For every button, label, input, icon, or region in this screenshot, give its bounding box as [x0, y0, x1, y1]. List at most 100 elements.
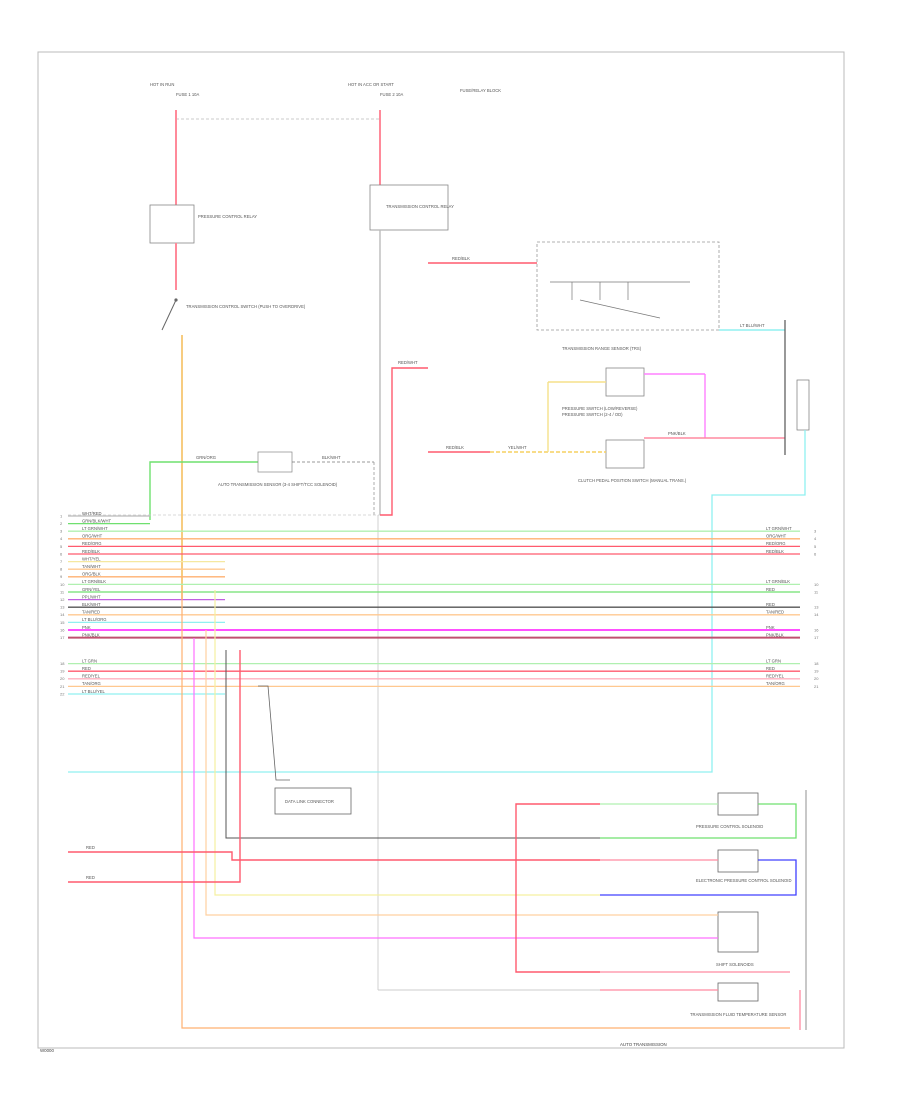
harness-pin-21: 21: [60, 684, 65, 689]
relay-right-box: [369, 184, 449, 231]
wire-violet-left: [193, 638, 600, 939]
pressure-switch-1: [605, 367, 645, 397]
harness-pin-19: 19: [60, 669, 65, 674]
harness-label-left-7: WHT/YEL: [82, 556, 101, 561]
wire-label-pnk-blk: PNK/BLK: [668, 431, 686, 436]
harness-pin-right-17: 17: [814, 635, 819, 640]
harness-label-left-17: PNK/BLK: [82, 632, 100, 637]
harness-pin-3: 3: [60, 529, 63, 534]
switch-left-node: [174, 298, 178, 302]
trs-contact-5: [579, 299, 661, 319]
frame-border: [37, 51, 845, 1049]
harness-pin-right-20: 20: [814, 676, 819, 681]
harness-pin-13: 13: [60, 605, 65, 610]
mid-sensor: [257, 451, 293, 473]
harness-label-left-21: TAN/ORG: [82, 681, 101, 686]
sol-1-green-loop: [600, 803, 797, 839]
wire-label-blk-wht: BLK/WHT: [322, 455, 341, 460]
solenoid-block: PRESSURE CONTROL SOLENOID ELECTRONIC PRE…: [600, 792, 797, 1029]
harness-pin-6: 6: [60, 551, 63, 556]
harness-pin-18: 18: [60, 661, 65, 666]
harness-label-left-15: LT BLU/ORG: [82, 617, 107, 622]
wire-red-loop: [515, 803, 600, 973]
harness-label-right-5: RED/ORG: [766, 541, 786, 546]
harness-pin-9: 9: [60, 574, 63, 579]
wire-tan-left: [205, 630, 600, 916]
harness-label-left-22: LT BLU/YEL: [82, 689, 106, 694]
harness-label-right-11: RED: [766, 587, 775, 592]
harness-pin-22: 22: [60, 691, 65, 696]
harness-label-left-12: PPL/WHT: [82, 594, 101, 599]
range-switch-box: [536, 241, 720, 331]
harness-pin-right-13: 13: [814, 605, 819, 610]
harness-label-right-6: RED/BLK: [766, 549, 784, 554]
harness-pin-14: 14: [60, 612, 65, 617]
harness-label-left-1: WHT/RED: [82, 511, 102, 516]
harness-label-left-11: GRN/YEL: [82, 587, 101, 592]
switch-left-arm: [161, 299, 177, 331]
wire-red-bottom-2: [68, 650, 241, 883]
harness-pin-5: 5: [60, 544, 63, 549]
harness-label-left-18: LT GRN: [82, 658, 97, 663]
harness-label-left-4: ORG/WHT: [82, 534, 103, 539]
pressure-switch-1-label: PRESSURE SWITCH (LOW/REVERSE): [562, 406, 638, 411]
relay-right-label: TRANSMISSION CONTROL RELAY: [386, 204, 454, 209]
wire-label-yel-wht: YEL/WHT: [508, 445, 527, 450]
harness-label-right-17: PNK/BLK: [766, 632, 784, 637]
harness-label-left-14: TAN/RED: [82, 610, 100, 615]
harness-pin-right-5: 5: [814, 544, 817, 549]
harness-pin-right-16: 16: [814, 627, 819, 632]
harness-pin-16: 16: [60, 627, 65, 632]
harness-label-left-8: TAN/WHT: [82, 564, 101, 569]
wire-orange-bottom: [181, 590, 600, 1029]
harness-label-left-5: RED/ORG: [82, 541, 102, 546]
right-source-label: HOT IN ACC OR START: [348, 82, 394, 87]
switch-left-label: TRANSMISSION CONTROL SWITCH (PUSH TO OVE…: [186, 304, 306, 309]
harness-label-right-3: LT GRN/WHT: [766, 526, 792, 531]
harness-label-right-21: TAN/ORG: [766, 681, 785, 686]
harness-label-right-16: PNK: [766, 625, 775, 630]
bottom-left-red-2: RED: [86, 875, 95, 880]
harness-pin-8: 8: [60, 567, 63, 572]
harness-label-left-9: ORG/BLK: [82, 572, 101, 577]
harness-pin-12: 12: [60, 597, 65, 602]
harness-pin-right-18: 18: [814, 661, 819, 666]
wire-green-mid: [149, 461, 258, 520]
harness-label-right-19: RED: [766, 666, 775, 671]
range-switch-label: TRANSMISSION RANGE SENSOR (TRS): [562, 346, 642, 351]
sol-2-blue-loop: [600, 859, 797, 896]
wire-label-red-top-right: RED/BLK: [446, 445, 464, 450]
harness-pin-right-10: 10: [814, 582, 819, 587]
pressure-switch-2-label: CLUTCH PEDAL POSITION SWITCH (MANUAL TRA…: [578, 478, 687, 483]
harness-label-left-20: RED/YEL: [82, 674, 101, 679]
wire-label-red-top: RED/BLK: [452, 256, 470, 261]
harness-label-right-4: ORG/WHT: [766, 534, 787, 539]
page-title: AUTO TRANSMISSION: [620, 1042, 667, 1047]
right-connector: [796, 379, 810, 431]
sol-2-box: [717, 849, 759, 873]
harness-pin-right-11: 11: [814, 589, 819, 594]
harness-pin-1: 1: [60, 513, 63, 518]
harness-pin-right-3: 3: [814, 529, 817, 534]
harness-label-left-13: BLK/WHT: [82, 602, 101, 607]
sol-3-label: SHIFT SOLENOIDS: [716, 962, 754, 967]
sol-3-box: [717, 911, 759, 953]
harness-label-right-14: TAN/RED: [766, 610, 784, 615]
mid-sensor-label: AUTO TRANSMISSION SENSOR (3-4 SHIFT/TCC …: [218, 482, 338, 487]
relay-left-label: PRESSURE CONTROL RELAY: [198, 214, 257, 219]
wire-red-bottom-1: [68, 851, 600, 861]
harness-label-left-3: LT GRN/WHT: [82, 526, 108, 531]
pressure-switch-2-title: PRESSURE SWITCH (2-4 / OD): [562, 412, 623, 417]
pressure-switch-2: [605, 439, 645, 469]
bottom-left-red-1: RED: [86, 845, 95, 850]
harness-pin-4: 4: [60, 536, 63, 541]
harness-label-left-19: RED: [82, 666, 91, 671]
sol-2-label: ELECTRONIC PRESSURE CONTROL SOLENOID: [696, 878, 791, 883]
harness-label-right-10: LT GRN/BLK: [766, 579, 790, 584]
sol-4-box: [717, 982, 759, 1002]
right-source-sub: FUSE 2 10A: [380, 92, 403, 97]
harness-pin-right-4: 4: [814, 536, 817, 541]
harness-pin-right-6: 6: [814, 551, 817, 556]
